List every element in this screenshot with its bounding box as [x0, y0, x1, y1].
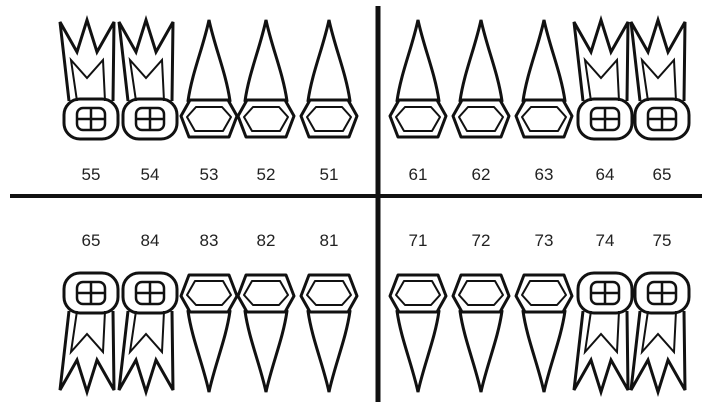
tooth-63: [516, 20, 572, 137]
tooth-62: [453, 20, 509, 137]
tooth-number-label: 84: [141, 231, 160, 250]
tooth-65: [60, 273, 118, 392]
tooth-64: [574, 20, 632, 139]
tooth-number-label: 62: [472, 165, 491, 184]
tooth-61: [390, 20, 446, 137]
tooth-74: [574, 273, 632, 392]
tooth-72: [453, 275, 509, 392]
tooth-84: [119, 273, 177, 392]
tooth-71: [390, 275, 446, 392]
tooth-82: [238, 275, 294, 392]
tooth-number-label: 52: [257, 165, 276, 184]
tooth-number-label: 72: [472, 231, 491, 250]
tooth-number-label: 51: [320, 165, 339, 184]
tooth-55: [60, 20, 118, 139]
tooth-number-label: 71: [409, 231, 428, 250]
tooth-53: [181, 20, 237, 137]
tooth-83: [181, 275, 237, 392]
tooth-number-label: 65: [653, 165, 672, 184]
tooth-52: [238, 20, 294, 137]
tooth-number-label: 73: [535, 231, 554, 250]
tooth-number-label: 55: [82, 165, 101, 184]
tooth-number-label: 81: [320, 231, 339, 250]
tooth-number-label: 65: [82, 231, 101, 250]
tooth-number-label: 83: [200, 231, 219, 250]
tooth-number-label: 63: [535, 165, 554, 184]
tooth-number-label: 64: [596, 165, 615, 184]
tooth-54: [119, 20, 177, 139]
tooth-81: [301, 275, 357, 392]
tooth-number-label: 75: [653, 231, 672, 250]
tooth-51: [301, 20, 357, 137]
tooth-number-label: 74: [596, 231, 615, 250]
tooth-65: [631, 20, 689, 139]
tooth-number-label: 61: [409, 165, 428, 184]
tooth-73: [516, 275, 572, 392]
tooth-number-label: 54: [141, 165, 160, 184]
tooth-number-label: 82: [257, 231, 276, 250]
tooth-75: [631, 273, 689, 392]
tooth-number-label: 53: [200, 165, 219, 184]
